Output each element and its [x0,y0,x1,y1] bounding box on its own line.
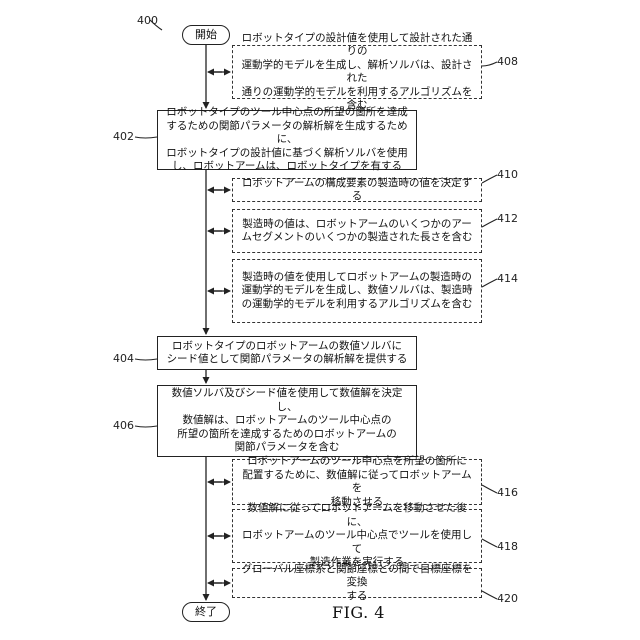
figure-number: 400 [137,14,158,27]
step-416-text: ロボットアームのツール中心点を所望の箇所に 配置するために、数値解に従ってロボッ… [239,455,475,509]
step-414-text: 製造時の値を使用してロボットアームの製造時の 運動学的モデルを生成し、数値ソルバ… [242,271,473,312]
leader-410 [482,175,497,183]
step-408-ref: 408 [497,55,518,68]
figure-caption: FIG. 4 [332,603,385,622]
step-408-text: ロボットタイプの設計値を使用して設計された通りの 運動学的モデルを生成し、解析ソ… [239,32,475,113]
step-406-ref: 406 [113,419,134,432]
step-420-box: グローバル座標系と関節座標との間で目標座標を変換 する [232,568,482,598]
step-406-box: 数値ソルバ及びシード値を使用して数値解を決定し、 数値解は、ロボットアームのツー… [157,385,417,457]
step-416-box: ロボットアームのツール中心点を所望の箇所に 配置するために、数値解に従ってロボッ… [232,459,482,505]
leader-406 [135,426,157,427]
step-404-ref: 404 [113,352,134,365]
step-414-box: 製造時の値を使用してロボットアームの製造時の 運動学的モデルを生成し、数値ソルバ… [232,259,482,323]
step-404-box: ロボットタイプのロボットアームの数値ソルバに シード値として関節パラメータの解析… [157,336,417,370]
leader-414 [482,279,497,287]
step-412-text: 製造時の値は、ロボットアームのいくつかのアー ムセグメントのいくつかの製造された… [242,218,473,245]
step-412-box: 製造時の値は、ロボットアームのいくつかのアー ムセグメントのいくつかの製造された… [232,209,482,253]
leader-418 [482,539,497,547]
step-420-ref: 420 [497,592,518,605]
step-410-ref: 410 [497,168,518,181]
leader-408 [482,62,497,66]
step-418-box: 数値解に従ってロボットアームを移動させた後に、 ロボットアームのツール中心点でツ… [232,509,482,563]
leader-412 [482,219,497,227]
step-410-text: ロボットアームの構成要素の製造時の値を決定する [239,177,475,204]
leader-404 [135,359,157,360]
step-412-ref: 412 [497,212,518,225]
step-420-text: グローバル座標系と関節座標との間で目標座標を変換 する [239,563,475,604]
step-402-box: ロボットタイプのツール中心点の所望の箇所を達成 するための関節パラメータの解析解… [157,110,417,170]
step-402-text: ロボットタイプのツール中心点の所望の箇所を達成 するための関節パラメータの解析解… [164,106,410,174]
step-418-ref: 418 [497,540,518,553]
end-terminal: 終了 [182,602,230,622]
start-terminal: 開始 [182,25,230,45]
leader-420 [482,591,497,599]
step-404-text: ロボットタイプのロボットアームの数値ソルバに シード値として関節パラメータの解析… [167,340,408,367]
start-label: 開始 [195,28,217,42]
step-408-box: ロボットタイプの設計値を使用して設計された通りの 運動学的モデルを生成し、解析ソ… [232,45,482,99]
step-406-text: 数値ソルバ及びシード値を使用して数値解を決定し、 数値解は、ロボットアームのツー… [164,387,410,455]
step-402-ref: 402 [113,130,134,143]
end-label: 終了 [195,605,217,619]
step-418-text: 数値解に従ってロボットアームを移動させた後に、 ロボットアームのツール中心点でツ… [239,502,475,570]
step-410-box: ロボットアームの構成要素の製造時の値を決定する [232,178,482,202]
leader-416 [482,485,497,493]
leader-402 [135,137,157,138]
step-414-ref: 414 [497,272,518,285]
step-416-ref: 416 [497,486,518,499]
